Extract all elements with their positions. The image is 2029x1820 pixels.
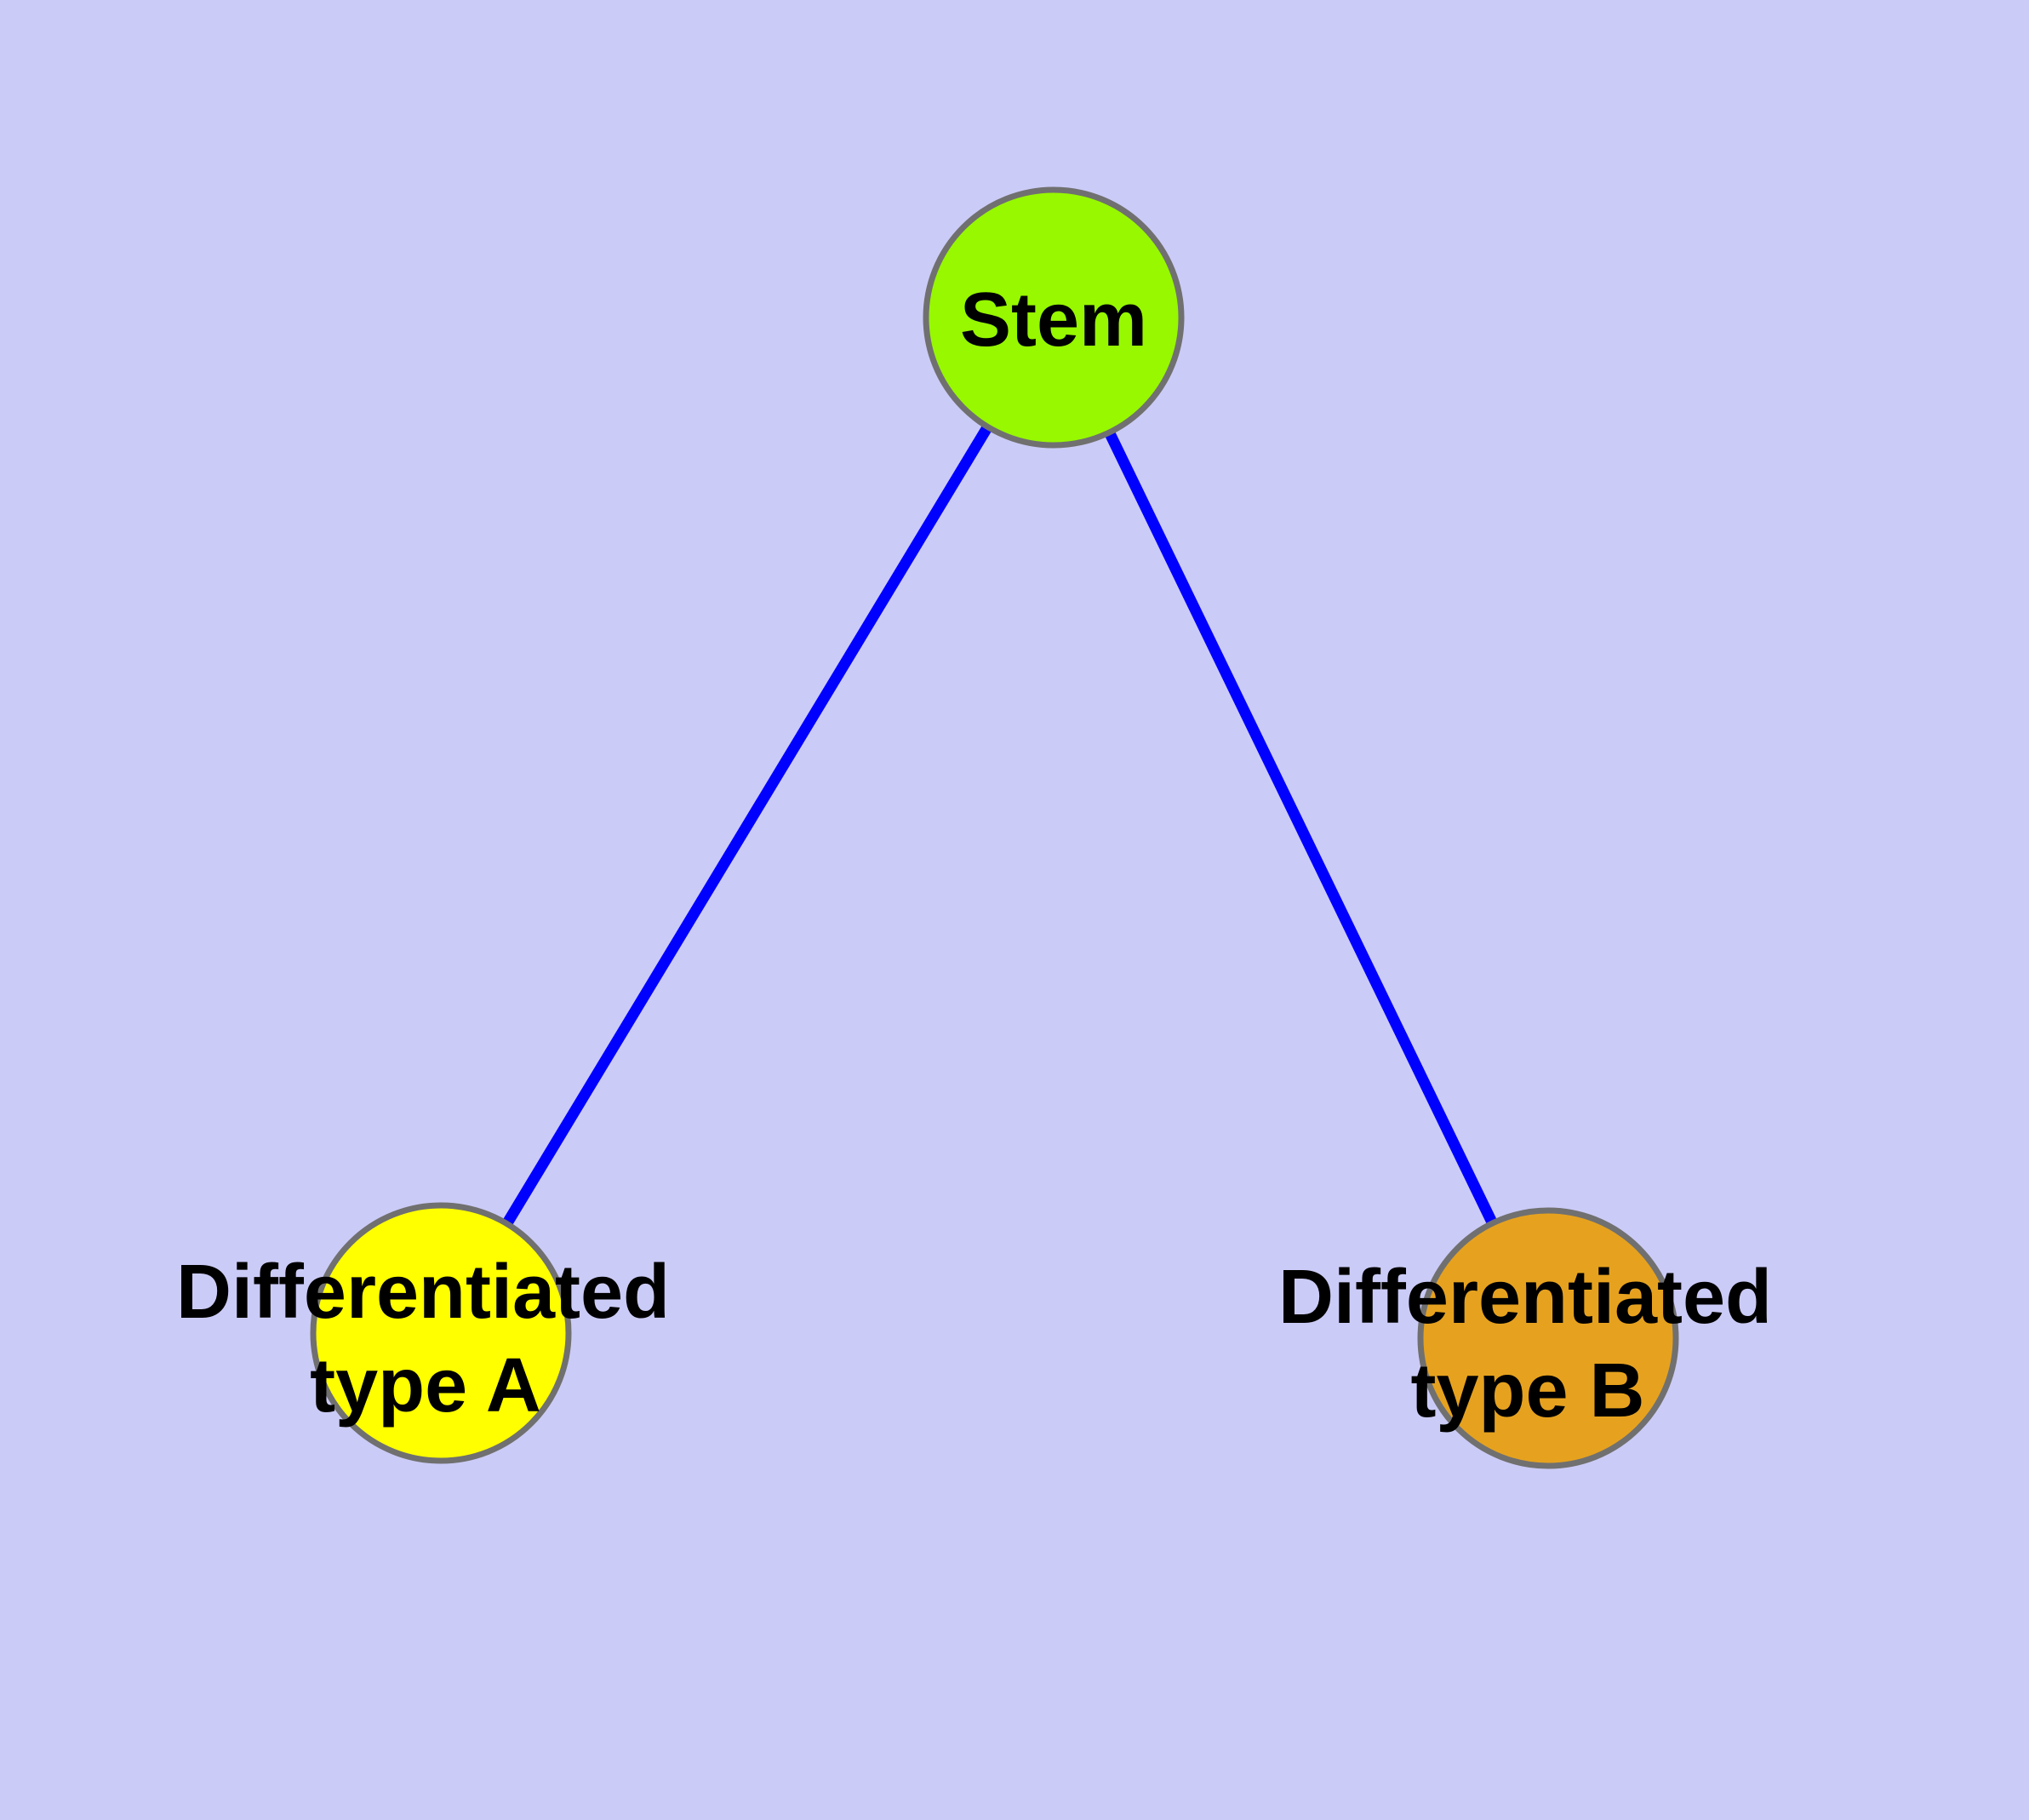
node-type-a-label-line1: Differentiated	[176, 1250, 670, 1335]
node-type-a-label-line2: type A	[310, 1343, 541, 1428]
node-type-a-circle	[310, 1202, 572, 1464]
edge-stem-to-type-a	[436, 314, 1059, 1336]
node-type-b-label-line2: type B	[1410, 1348, 1644, 1434]
node-type-b-circle	[1417, 1207, 1679, 1469]
node-type-b-label-line1: Differentiated	[1278, 1255, 1772, 1340]
node-stem: Stem	[923, 186, 1185, 449]
node-type-a: Differentiated type A	[176, 1202, 670, 1464]
node-stem-circle	[923, 186, 1185, 449]
node-type-b: Differentiated type B	[1278, 1207, 1772, 1469]
edge-stem-to-type-b	[1049, 315, 1553, 1341]
node-stem-label: Stem	[960, 278, 1147, 363]
